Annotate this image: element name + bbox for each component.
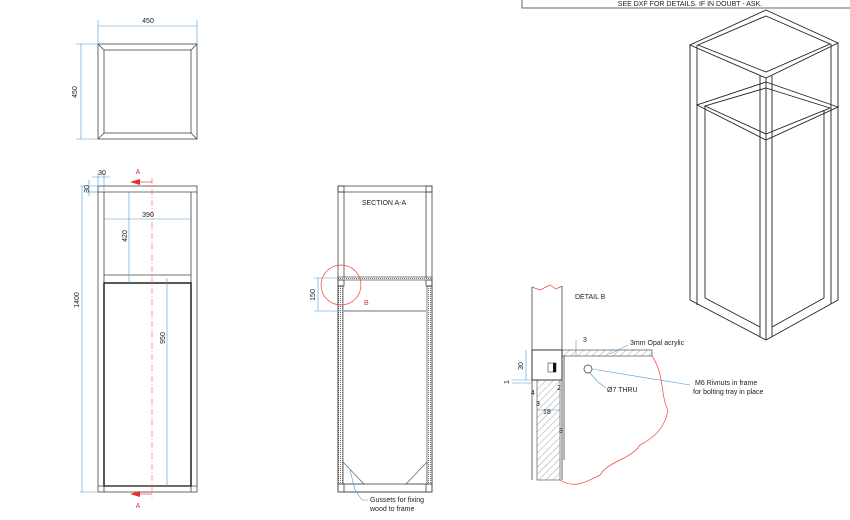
title-block: SEE DXF FOR DETAILS. IF IN DOUBT - ASK. <box>521 0 850 9</box>
top-width-dim: 450 <box>142 18 154 25</box>
wood-panel <box>536 379 561 481</box>
dim-18: 18 <box>543 409 551 416</box>
isometric-view <box>688 9 840 341</box>
acrylic-note: 3mm Opal acrylic <box>630 340 685 347</box>
rivnut-hole <box>583 364 593 374</box>
section-marker-top: A <box>136 169 141 176</box>
section-arrow-bottom <box>130 491 140 497</box>
section-title: SECTION A-A <box>362 200 407 207</box>
dim-acrylic: 3 <box>583 337 587 344</box>
section-marker-bottom: A <box>136 503 141 510</box>
acrylic-tray <box>561 349 653 357</box>
top-view: 450 450 <box>72 18 198 140</box>
dim-3a: 3 <box>536 401 540 408</box>
front-view: A A 1400 30 30 390 420 950 <box>74 169 198 510</box>
rivnut-note-line1: M6 Rivnuts in frame <box>695 380 757 387</box>
gusset-left <box>342 461 365 485</box>
gusset-right <box>405 461 428 485</box>
dim-height: 1400 <box>74 292 81 308</box>
detail-b: DETAIL B 3 3mm Opal acrylic 30 1 M6 Rivn… <box>504 284 764 485</box>
hole-note: Ø7 THRU <box>607 387 638 394</box>
dim-top-rail: 30 <box>84 185 91 193</box>
dim-gap: 1 <box>504 380 511 384</box>
dim-post: 30 <box>98 170 106 177</box>
gusset-note-line2: wood to frame <box>369 506 414 513</box>
section-arrow-top <box>130 179 140 185</box>
gusset-note-line1: Gussets for fixing <box>370 497 424 504</box>
dim-inner-width: 390 <box>142 212 154 219</box>
dim-2: 2 <box>557 385 561 392</box>
detail-marker: B <box>364 300 369 307</box>
section-view: SECTION A-A B 150 Gussets for fixing woo… <box>310 185 433 513</box>
dim-tray: 150 <box>310 289 317 301</box>
dim-frame: 30 <box>518 362 525 370</box>
dim-3b: 3 <box>559 428 563 435</box>
top-depth-dim: 450 <box>72 86 79 98</box>
title-block-note: SEE DXF FOR DETAILS. IF IN DOUBT - ASK. <box>618 1 762 8</box>
rivnut-note-line2: for bolting tray in place <box>693 389 764 396</box>
dim-lower: 950 <box>160 332 167 344</box>
dim-4: 4 <box>531 390 535 397</box>
detail-b-circle <box>320 264 362 306</box>
dim-upper: 420 <box>122 230 129 242</box>
detail-title: DETAIL B <box>575 294 606 301</box>
